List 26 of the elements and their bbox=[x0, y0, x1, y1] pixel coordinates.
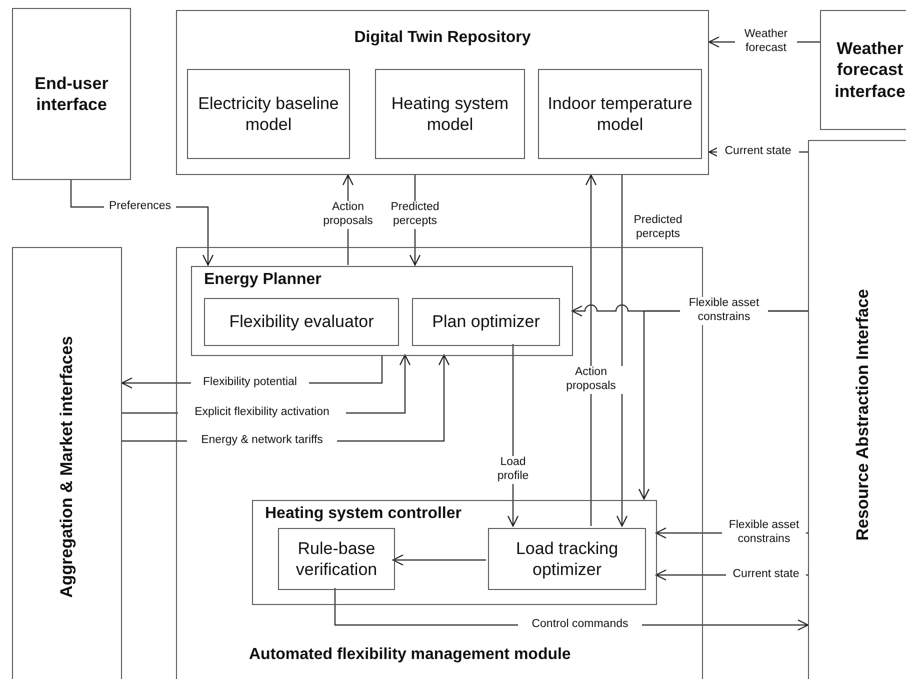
group-title: Energy Planner bbox=[204, 271, 322, 289]
edge-label: Flexibility potential bbox=[191, 376, 309, 390]
model-box: Electricity baseline model bbox=[187, 69, 350, 159]
interface-panel: Resource Abstraction Interface bbox=[808, 140, 906, 679]
planner-box bbox=[191, 266, 573, 356]
model-box: Indoor temperature model bbox=[538, 69, 702, 159]
arrow bbox=[585, 174, 597, 526]
interface-box: End-user interface bbox=[12, 8, 131, 180]
arrow bbox=[392, 554, 486, 566]
group-title: Automated flexibility management module bbox=[249, 646, 571, 664]
interface-panel: Aggregation & Market interfaces bbox=[12, 247, 122, 679]
interface-box: Weather forecast interface bbox=[820, 10, 906, 130]
component-box: Plan optimizer bbox=[412, 298, 560, 346]
edge-label: Energy & network tariffs bbox=[187, 434, 337, 448]
edge-label: Explicit flexibility activation bbox=[178, 406, 346, 420]
repo-box bbox=[176, 10, 709, 175]
group-title: Digital Twin Repository bbox=[353, 29, 532, 47]
arrow bbox=[616, 175, 628, 527]
edge-label: Current state bbox=[717, 145, 799, 159]
component-box: Rule-base verification bbox=[278, 528, 395, 590]
edge-label: Flexible asset constrains bbox=[680, 297, 768, 325]
component-box: Flexibility evaluator bbox=[204, 298, 399, 346]
controller-box bbox=[252, 500, 657, 605]
model-box: Heating system model bbox=[375, 69, 525, 159]
component-box: Load tracking optimizer bbox=[488, 528, 646, 590]
group-title: Heating system controller bbox=[265, 505, 462, 523]
